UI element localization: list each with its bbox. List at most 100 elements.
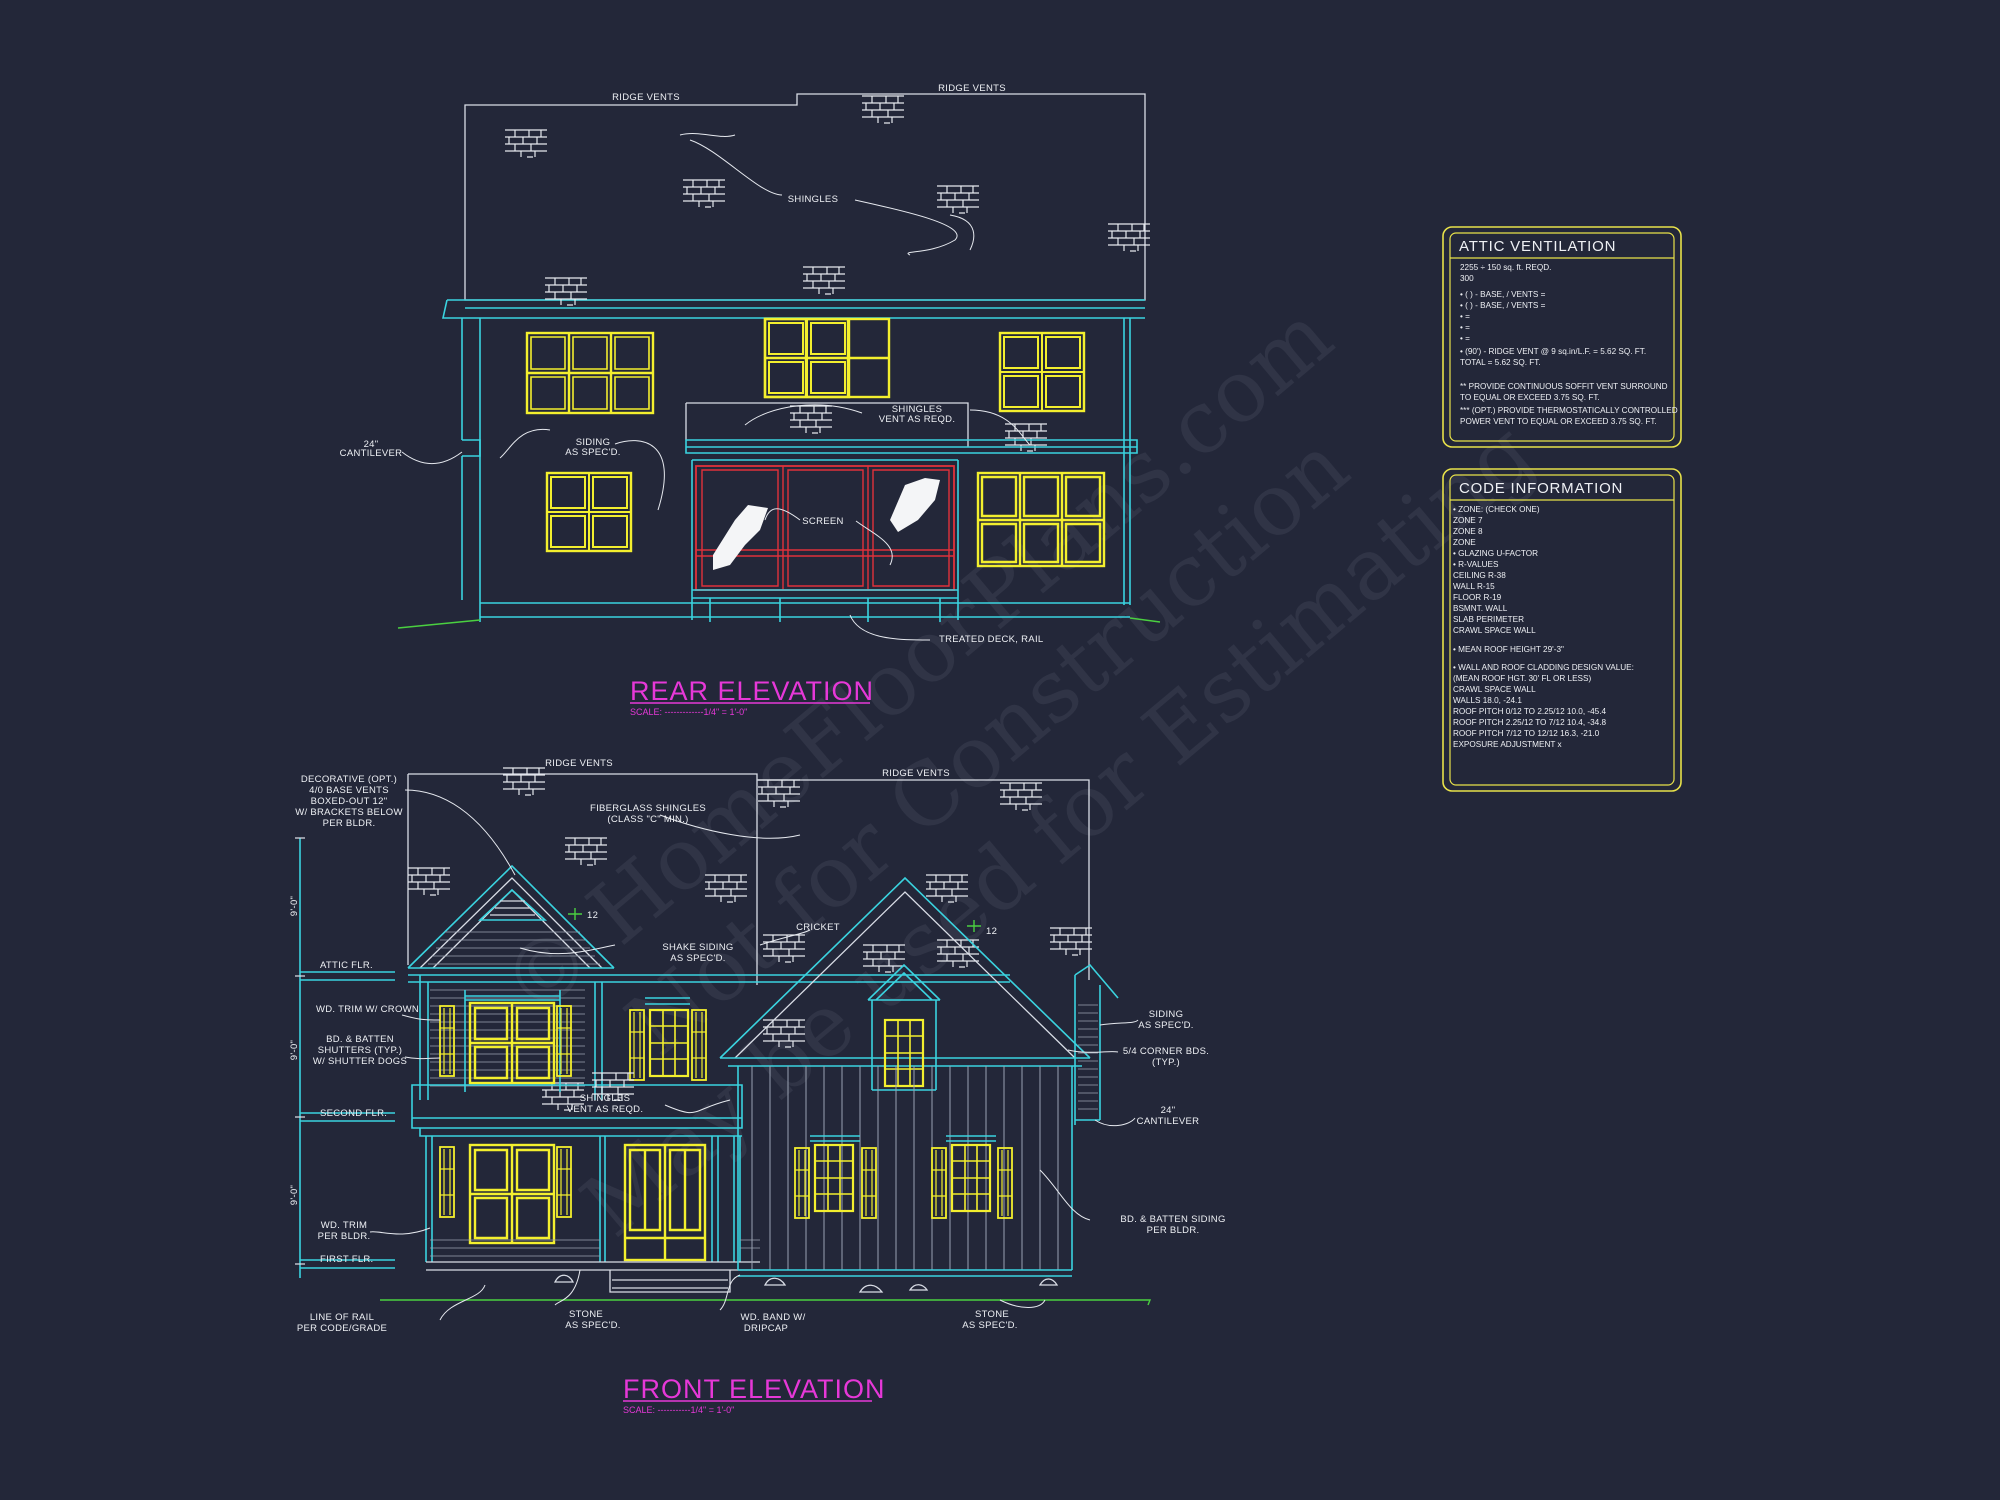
rear-grade xyxy=(397,617,1161,629)
front-pitch-2: 12 xyxy=(986,926,997,937)
front-elevation: RIDGE VENTS RIDGE VENTS DECORATIVE (OPT.… xyxy=(289,758,1225,1415)
front-decorative-3: BOXED-OUT 12" xyxy=(311,796,388,807)
code-line: ROOF PITCH 2.25/12 TO 7/12 10.4, -34.8 xyxy=(1453,718,1607,727)
code-information-heading: CODE INFORMATION xyxy=(1459,480,1623,497)
attic-line: 2255 ÷ 150 sq. ft. REQD. xyxy=(1460,263,1551,272)
front-fiberglass-2: (CLASS "C" MIN.) xyxy=(607,814,688,825)
front-decorative-4: W/ BRACKETS BELOW xyxy=(295,807,403,818)
front-siding-1: SIDING xyxy=(1149,1009,1184,1020)
front-stone-base xyxy=(426,1261,760,1293)
code-line: WALL R-15 xyxy=(1453,582,1495,591)
front-batten-siding-1: BD. & BATTEN SIDING xyxy=(1120,1214,1225,1225)
code-line: WALLS 18.0, -24.1 xyxy=(1453,696,1522,705)
front-dormer xyxy=(867,963,941,1001)
front-dim-2: 9'-0" xyxy=(289,1040,300,1060)
front-first-flr: FIRST FLR. xyxy=(320,1254,374,1265)
rear-porch-roof xyxy=(686,402,969,447)
attic-line: • = xyxy=(1460,323,1470,332)
front-side-wall xyxy=(1074,963,1119,1125)
code-line: SLAB PERIMETER xyxy=(1453,615,1524,624)
code-information-lines: • ZONE: (CHECK ONE) ZONE 7 ZONE 8 ZONE• … xyxy=(1453,505,1634,749)
front-stone-1a: STONE xyxy=(569,1309,603,1320)
code-line: • MEAN ROOF HEIGHT 29'-3" xyxy=(1453,645,1564,654)
attic-ventilation-panel: ATTIC VENTILATION 2255 ÷ 150 sq. ft. REQ… xyxy=(1442,226,1682,448)
rear-cantilever-2: CANTILEVER xyxy=(340,448,403,459)
front-stone-1b: AS SPEC'D. xyxy=(565,1320,621,1331)
rear-elevation-title: REAR ELEVATION xyxy=(630,676,874,706)
rear-ridge-vents-1: RIDGE VENTS xyxy=(612,92,680,103)
front-wd-trim-1: WD. TRIM xyxy=(321,1220,368,1231)
rear-elevation: RIDGE VENTS RIDGE VENTS SHINGLES 24" CAN… xyxy=(340,83,1161,717)
rear-elevation-scale: SCALE: -------------1/4" = 1'-0" xyxy=(630,707,747,717)
front-right-wall xyxy=(737,1066,1073,1270)
code-line: BSMNT. WALL xyxy=(1453,604,1508,613)
front-porch-columns xyxy=(425,1136,741,1262)
front-window-right-2 xyxy=(950,1143,992,1213)
front-ridge-vents-1: RIDGE VENTS xyxy=(545,758,613,769)
front-batten-3: W/ SHUTTER DOGS xyxy=(313,1056,407,1067)
attic-line: • (90') - RIDGE VENT @ 9 sq.in/L.F. = 5.… xyxy=(1460,347,1646,356)
front-dim-1: 9'-0" xyxy=(289,896,300,916)
code-line: • R-VALUES xyxy=(1453,560,1499,569)
code-line: CRAWL SPACE WALL xyxy=(1453,685,1536,694)
rear-window-upper-right xyxy=(998,331,1086,413)
front-window-right-1 xyxy=(813,1143,855,1213)
rear-deck-label: TREATED DECK, RAIL xyxy=(939,634,1043,645)
code-line: • ZONE: (CHECK ONE) xyxy=(1453,505,1540,514)
front-grade xyxy=(380,1299,1152,1306)
front-corner-1: 5/4 CORNER BDS. xyxy=(1123,1046,1209,1057)
attic-ventilation-lines: 2255 ÷ 150 sq. ft. REQD.300• ( ) - BASE,… xyxy=(1460,263,1678,426)
attic-line: POWER VENT TO EQUAL OR EXCEED 3.75 SQ. F… xyxy=(1460,417,1657,426)
front-cricket-label: CRICKET xyxy=(796,922,840,933)
front-fiberglass-1: FIBERGLASS SHINGLES xyxy=(590,803,706,814)
rear-shingles-vent-2: VENT AS REQD. xyxy=(879,414,956,425)
rear-base-trim xyxy=(480,602,1130,618)
front-elevation-scale: SCALE: -----------1/4" = 1'-0" xyxy=(623,1405,734,1415)
front-right-gable xyxy=(719,876,1091,1059)
rear-cantilever-box xyxy=(462,439,481,457)
code-line: EXPOSURE ADJUSTMENT x xyxy=(1453,740,1562,749)
front-batten-2: SHUTTERS (TYP.) xyxy=(318,1045,403,1056)
rear-window-lower-left xyxy=(545,471,633,553)
rear-porch-fascia xyxy=(685,439,1138,454)
attic-line: *** (OPT.) PROVIDE THERMOSTATICALLY CONT… xyxy=(1460,406,1678,415)
code-line: ROOF PITCH 7/12 TO 12/12 16.3, -21.0 xyxy=(1453,729,1600,738)
front-corner-2: (TYP.) xyxy=(1152,1057,1180,1068)
rear-screen-glare-left xyxy=(713,505,768,570)
code-line: (MEAN ROOF HGT. 30' FL OR LESS) xyxy=(1453,674,1591,683)
attic-line: • ( ) - BASE, / VENTS = xyxy=(1460,290,1546,299)
front-attic-flr: ATTIC FLR. xyxy=(320,960,373,971)
rear-cantilever-1: 24" xyxy=(364,439,379,450)
code-line: ZONE 8 xyxy=(1453,527,1483,536)
attic-line: • ( ) - BASE, / VENTS = xyxy=(1460,301,1546,310)
front-second-flr: SECOND FLR. xyxy=(320,1108,387,1119)
code-line: CEILING R-38 xyxy=(1453,571,1506,580)
rear-shingles-vent-1: SHINGLES xyxy=(892,404,942,415)
rear-walls xyxy=(461,318,1131,622)
rear-siding-1: SIDING xyxy=(576,437,611,448)
front-shingles-vent-2: VENT AS REQD. xyxy=(567,1104,644,1115)
front-shake-2: AS SPEC'D. xyxy=(670,953,726,964)
rear-window-upper-left xyxy=(525,331,655,415)
rear-shingles-leaders xyxy=(679,133,975,256)
rear-ridge-vents-2: RIDGE VENTS xyxy=(938,83,1006,94)
code-line: FLOOR R-19 xyxy=(1453,593,1502,602)
front-decorative-2: 4/0 BASE VENTS xyxy=(309,785,389,796)
rear-screen-label: SCREEN xyxy=(802,516,843,527)
front-left-wall xyxy=(419,975,603,1100)
front-left-gable xyxy=(407,864,615,969)
attic-line: • = xyxy=(1460,312,1470,321)
code-line: CRAWL SPACE WALL xyxy=(1453,626,1536,635)
watermark-line-2: Not for Construction xyxy=(608,416,1367,1075)
front-elevation-title: FRONT ELEVATION xyxy=(623,1374,886,1404)
front-decorative-5: PER BLDR. xyxy=(323,818,376,829)
attic-line: TOTAL = 5.62 SQ. FT. xyxy=(1460,358,1541,367)
rear-siding-2: AS SPEC'D. xyxy=(565,447,621,458)
code-line: ZONE 7 xyxy=(1453,516,1483,525)
front-dim-3: 9'-0" xyxy=(289,1185,300,1205)
code-line: ROOF PITCH 0/12 TO 2.25/12 10.0, -45.4 xyxy=(1453,707,1607,716)
attic-line: ** PROVIDE CONTINUOUS SOFFIT VENT SURROU… xyxy=(1460,382,1668,391)
front-roof-outline xyxy=(407,773,1090,985)
front-batten-siding-2: PER BLDR. xyxy=(1147,1225,1200,1236)
front-leaders xyxy=(369,789,1139,1321)
